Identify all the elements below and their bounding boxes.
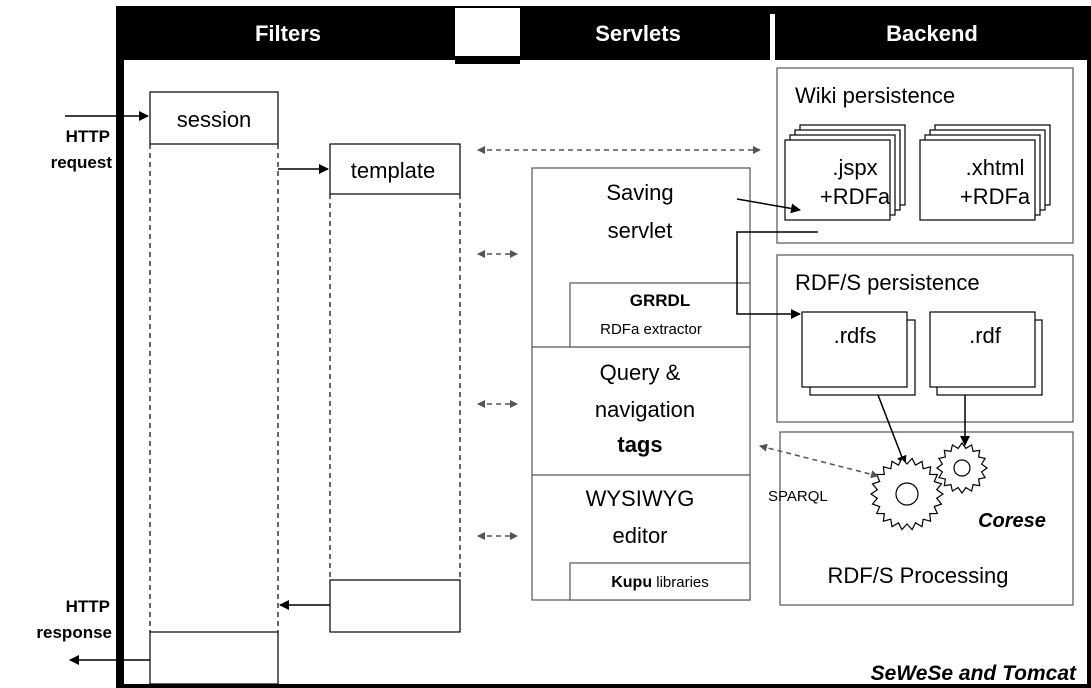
rdfs-persistence-title: RDF/S persistence <box>795 270 980 295</box>
xhtml-line1: .xhtml <box>966 155 1025 180</box>
saving-servlet-line1: Saving <box>606 180 673 205</box>
kupu-label: Kupu libraries <box>611 574 709 591</box>
query-line2: navigation <box>595 397 695 422</box>
session-box <box>149 91 279 145</box>
session-label: session <box>177 107 252 132</box>
kupu-rest: libraries <box>652 574 709 591</box>
query-line3: tags <box>617 432 662 457</box>
backend-header: Backend <box>886 21 978 46</box>
filters-header: Filters <box>255 21 321 46</box>
header-gap <box>455 8 520 60</box>
template-box <box>329 143 461 195</box>
http-request-line1: HTTP <box>66 127 110 146</box>
wysiwyg-line2: editor <box>612 523 667 548</box>
kupu-box <box>569 562 751 601</box>
kupu-bold: Kupu <box>611 574 652 591</box>
wiki-persistence-title: Wiki persistence <box>795 83 955 108</box>
query-line1: Query & <box>600 360 681 385</box>
rdfa-extractor-label: RDFa extractor <box>600 321 702 338</box>
http-response-line1: HTTP <box>66 597 110 616</box>
jspx-line2: +RDFa <box>820 184 891 209</box>
sparql-label: SPARQL <box>768 488 828 505</box>
saving-to-jspx-arrow <box>736 198 801 214</box>
gear-icon <box>869 441 989 531</box>
backend-header-bg <box>775 8 1091 60</box>
saving-to-rdfs-arrow <box>736 231 818 319</box>
corese-label: Corese <box>978 510 1046 532</box>
jspx-file-icon <box>784 139 891 221</box>
session-end-box <box>149 631 279 685</box>
footer-label: SeWeSe and Tomcat <box>871 662 1077 685</box>
filters-header-bg <box>120 8 455 60</box>
small-gear-icon-hole <box>953 459 971 477</box>
large-gear-icon-hole <box>895 482 919 506</box>
xhtml-line2: +RDFa <box>960 184 1031 209</box>
grrdl-label: GRRDL <box>630 291 690 310</box>
servlets-header-bg <box>520 8 770 60</box>
http-request-line2: request <box>51 153 113 172</box>
rdfs-processing-label: RDF/S Processing <box>828 563 1009 588</box>
servlets-header: Servlets <box>595 21 681 46</box>
rdf-file-icon <box>929 311 1036 388</box>
xhtml-file-icon <box>919 139 1036 221</box>
grrdl-box <box>569 282 751 348</box>
servlets-container <box>531 167 751 601</box>
wysiwyg-line1: WYSIWYG <box>586 486 695 511</box>
jspx-line1: .jspx <box>832 155 877 180</box>
rdfs-to-corese-arrow <box>877 394 907 466</box>
template-label: template <box>351 158 435 183</box>
template-end-box <box>329 579 461 633</box>
rdfs-file-icon <box>801 311 908 388</box>
rdfs-file-label: .rdfs <box>834 323 877 348</box>
http-response-line2: response <box>36 623 112 642</box>
rdf-file-label: .rdf <box>969 323 1002 348</box>
sparql-link <box>759 443 879 479</box>
saving-servlet-line2: servlet <box>608 218 673 243</box>
